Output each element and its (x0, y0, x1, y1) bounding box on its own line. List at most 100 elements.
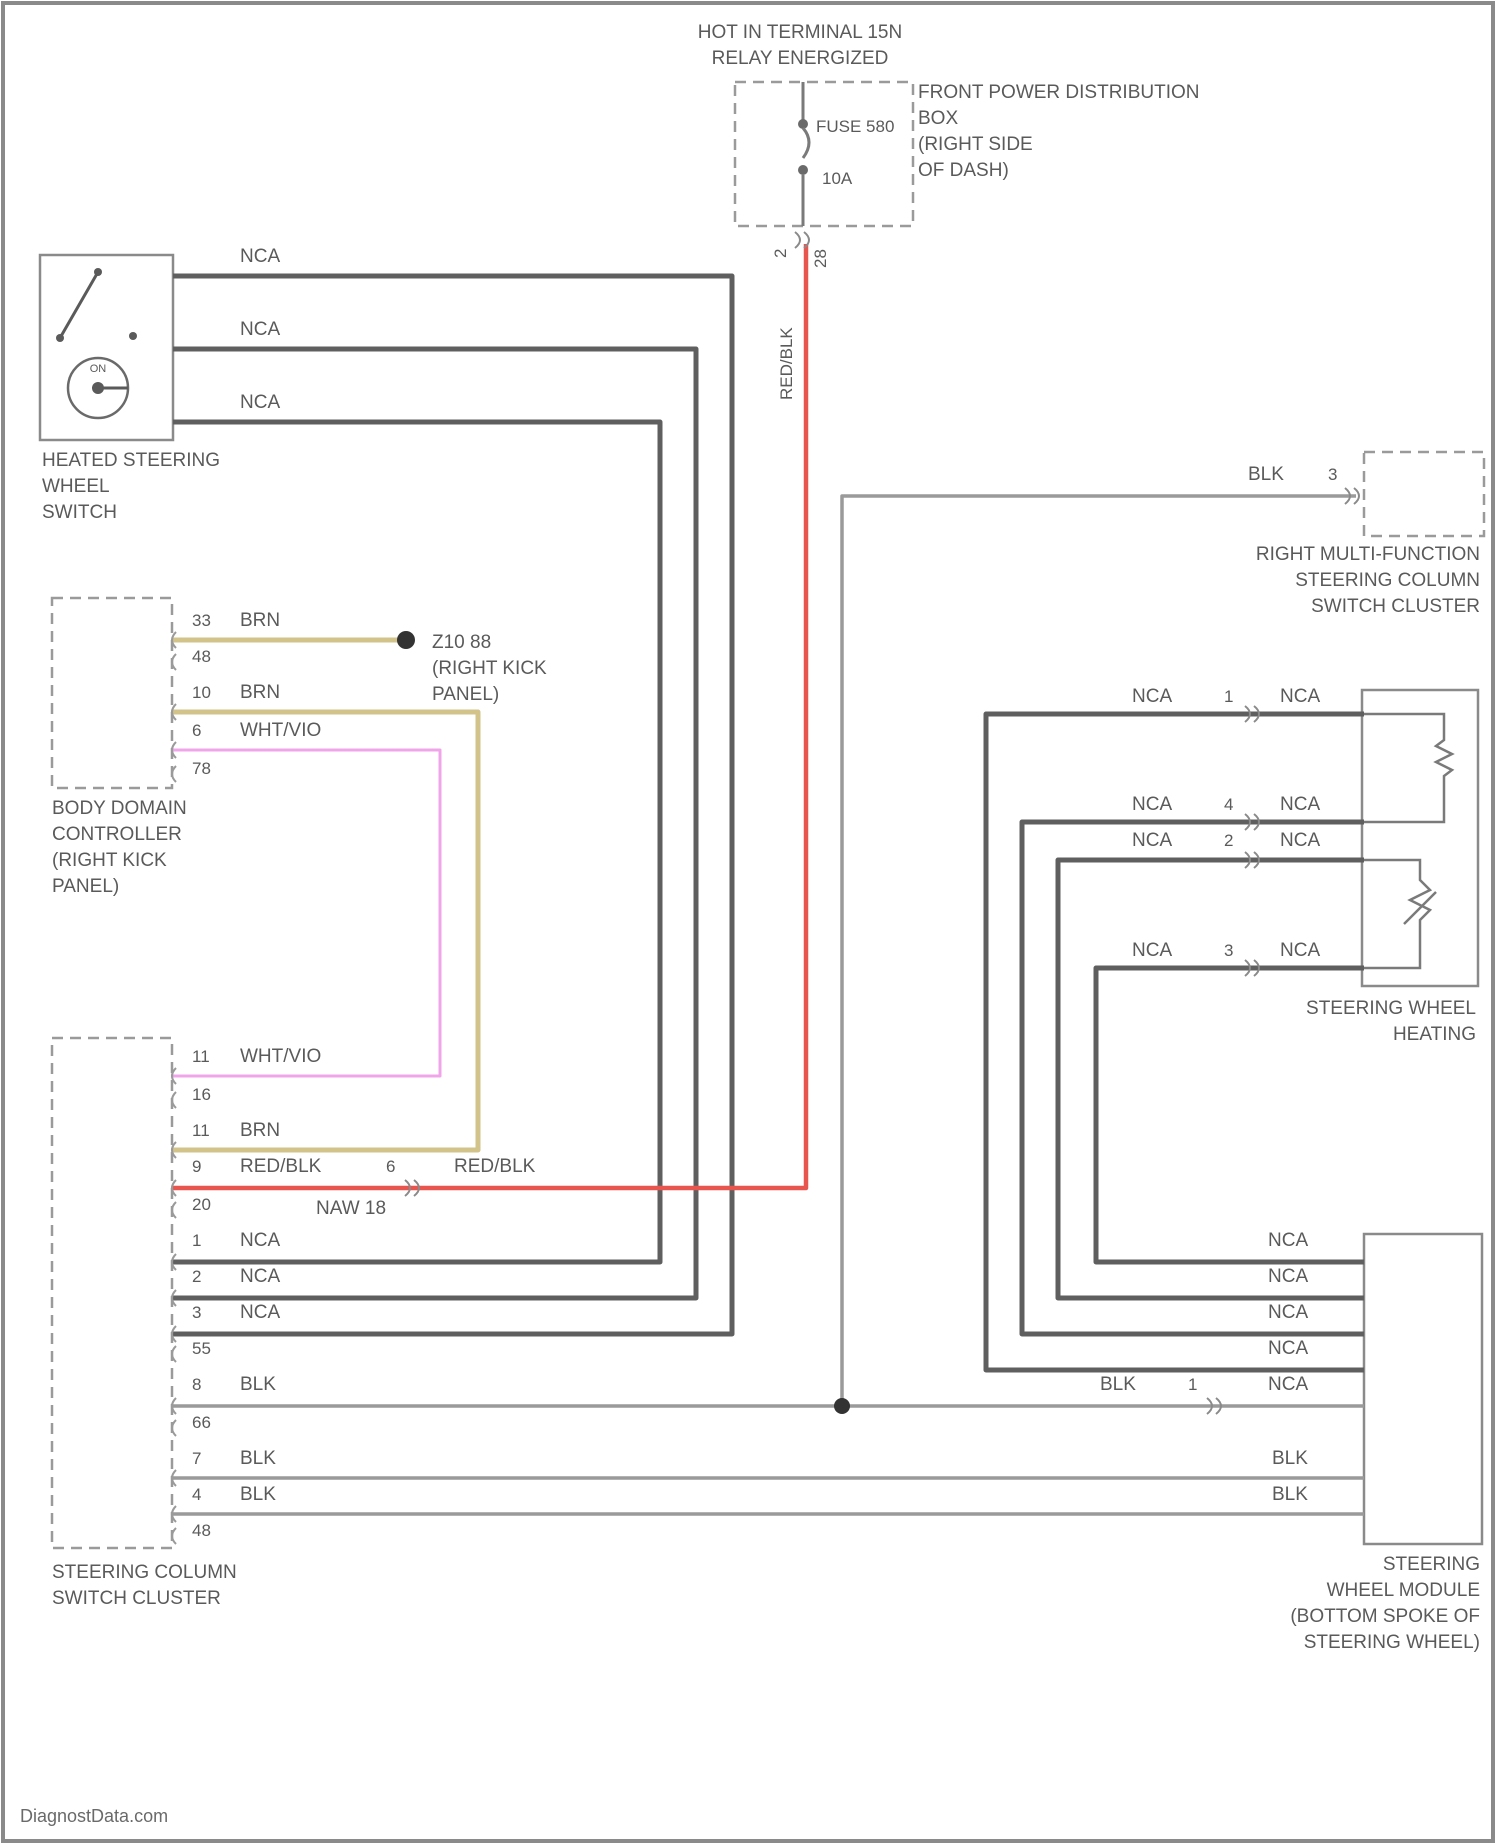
heating-name-1: STEERING WHEEL (1306, 998, 1476, 1019)
sccs-pin-55: 55 (192, 1339, 211, 1358)
rmfs-pin-3: 3 (1328, 465, 1337, 484)
swm-input-6: BLK (1272, 1448, 1308, 1469)
heated-switch-name-3: SWITCH (42, 502, 117, 523)
naw-pin-6: 6 (386, 1157, 395, 1176)
bcm-color-brn-1: BRN (240, 610, 280, 631)
sccs-color-nca-1: NCA (240, 1230, 280, 1251)
ground-label-2: (RIGHT KICK (432, 658, 547, 679)
sccs-color-nca-2: NCA (240, 1266, 280, 1287)
rmfs-name-1: RIGHT MULTI-FUNCTION (1256, 544, 1480, 565)
bcm-pin-10: 10 (192, 683, 211, 702)
bcm-name-1: BODY DOMAIN (52, 798, 187, 819)
heating-row-3-right: NCA (1280, 830, 1320, 851)
fuse-box-name-4: OF DASH) (918, 160, 1009, 181)
rmfs-name-3: SWITCH CLUSTER (1311, 596, 1480, 617)
sccs-pin-11a: 11 (192, 1047, 210, 1066)
heating-row-1-right: NCA (1280, 686, 1320, 707)
fuse-rating: 10A (822, 169, 853, 188)
heating-row-1-left: NCA (1132, 686, 1172, 707)
sccs-pin-11b: 11 (192, 1121, 210, 1140)
sccs-name-2: SWITCH CLUSTER (52, 1588, 221, 1609)
heating-row-4-right: NCA (1280, 940, 1320, 961)
sccs-outline (52, 1038, 172, 1548)
watermark: DiagnostData.com (20, 1806, 168, 1826)
sccs-color-blk-3: BLK (240, 1484, 276, 1505)
ground-label-3: PANEL) (432, 684, 499, 705)
swm-name-4: STEERING WHEEL) (1304, 1632, 1480, 1653)
heating-row-1-pin: 1 (1224, 687, 1233, 706)
heating-row-3-left: NCA (1132, 830, 1172, 851)
bcm-pin-78: 78 (192, 759, 211, 778)
heating-row-4-pin: 3 (1224, 941, 1233, 960)
sccs-pin-4: 4 (192, 1485, 201, 1504)
swm-blk-label: BLK (1100, 1374, 1136, 1395)
bcm-color-brn-2: BRN (240, 682, 280, 703)
swm-box (1364, 1234, 1482, 1544)
swm-name-3: (BOTTOM SPOKE OF (1290, 1606, 1480, 1627)
rmfs-wire-color: BLK (1248, 464, 1284, 485)
sccs-color-brn: BRN (240, 1120, 280, 1141)
swm-blk-pin: 1 (1188, 1375, 1197, 1394)
sccs-color-red: RED/BLK (240, 1156, 322, 1177)
heating-row-2-left: NCA (1132, 794, 1172, 815)
sccs-color-blk-2: BLK (240, 1448, 276, 1469)
swm-input-5: NCA (1268, 1374, 1308, 1395)
fuse-box-outline (735, 82, 913, 226)
vio-wire (172, 750, 440, 1076)
sccs-color-vio: WHT/VIO (240, 1046, 321, 1067)
switch-wire-2-label: NCA (240, 319, 280, 340)
sccs-name-1: STEERING COLUMN (52, 1562, 237, 1583)
sccs-pin-8: 8 (192, 1375, 201, 1394)
heating-row-3-pin: 2 (1224, 831, 1233, 850)
connection-marks (172, 232, 1359, 1544)
svg-text:ON: ON (90, 363, 107, 375)
title-line-1: HOT IN TERMINAL 15N (698, 22, 902, 43)
ground-label-1: Z10 88 (432, 632, 491, 653)
swm-input-7: BLK (1272, 1484, 1308, 1505)
heating-row-2-right: NCA (1280, 794, 1320, 815)
fuse-label: FUSE 580 (816, 117, 894, 136)
swm-input-2: NCA (1268, 1266, 1308, 1287)
swm-name-1: STEERING (1383, 1554, 1480, 1575)
bcm-color-vio: WHT/VIO (240, 720, 321, 741)
heat-wire-4 (1022, 822, 1364, 1334)
heating-name-2: HEATING (1393, 1024, 1476, 1045)
naw-wire-color: RED/BLK (454, 1156, 536, 1177)
sccs-color-blk-1: BLK (240, 1374, 276, 1395)
fuse-pin-28: 28 (811, 249, 830, 268)
naw-connector-name: NAW 18 (316, 1198, 386, 1219)
sccs-pin-66: 66 (192, 1413, 211, 1432)
swm-input-1: NCA (1268, 1230, 1308, 1251)
swm-name-2: WHEEL MODULE (1327, 1580, 1480, 1601)
heated-switch-box (40, 255, 173, 440)
sccs-pin-16: 16 (192, 1085, 211, 1104)
heating-row-4-left: NCA (1132, 940, 1172, 961)
bcm-outline (52, 598, 172, 788)
fuse-wire-color: RED/BLK (777, 327, 796, 400)
rmfs-name-2: STEERING COLUMN (1295, 570, 1480, 591)
bcm-pin-6: 6 (192, 721, 201, 740)
sccs-pin-9: 9 (192, 1157, 201, 1176)
sccs-pin-20: 20 (192, 1195, 211, 1214)
heated-switch-name-1: HEATED STEERING (42, 450, 220, 471)
bcm-name-4: PANEL) (52, 876, 119, 897)
connector-icon-fuse (795, 232, 809, 248)
switch-wire-3-label: NCA (240, 392, 280, 413)
sccs-color-nca-3: NCA (240, 1302, 280, 1323)
splice-icon (834, 1398, 850, 1414)
heated-switch-name-2: WHEEL (42, 476, 110, 497)
fuse-pin-2: 2 (771, 249, 790, 258)
bcm-name-2: CONTROLLER (52, 824, 182, 845)
bcm-pin-33: 33 (192, 611, 211, 630)
swm-input-3: NCA (1268, 1302, 1308, 1323)
sccs-pin-48: 48 (192, 1521, 211, 1540)
bcm-name-3: (RIGHT KICK (52, 850, 167, 871)
ground-icon (397, 631, 415, 649)
heat-wire-2 (1058, 860, 1364, 1298)
sccs-pin-7: 7 (192, 1449, 201, 1468)
swm-input-4: NCA (1268, 1338, 1308, 1359)
wires (172, 244, 1364, 1514)
fuse-box-name-3: (RIGHT SIDE (918, 134, 1033, 155)
sccs-pin-3: 3 (192, 1303, 201, 1322)
